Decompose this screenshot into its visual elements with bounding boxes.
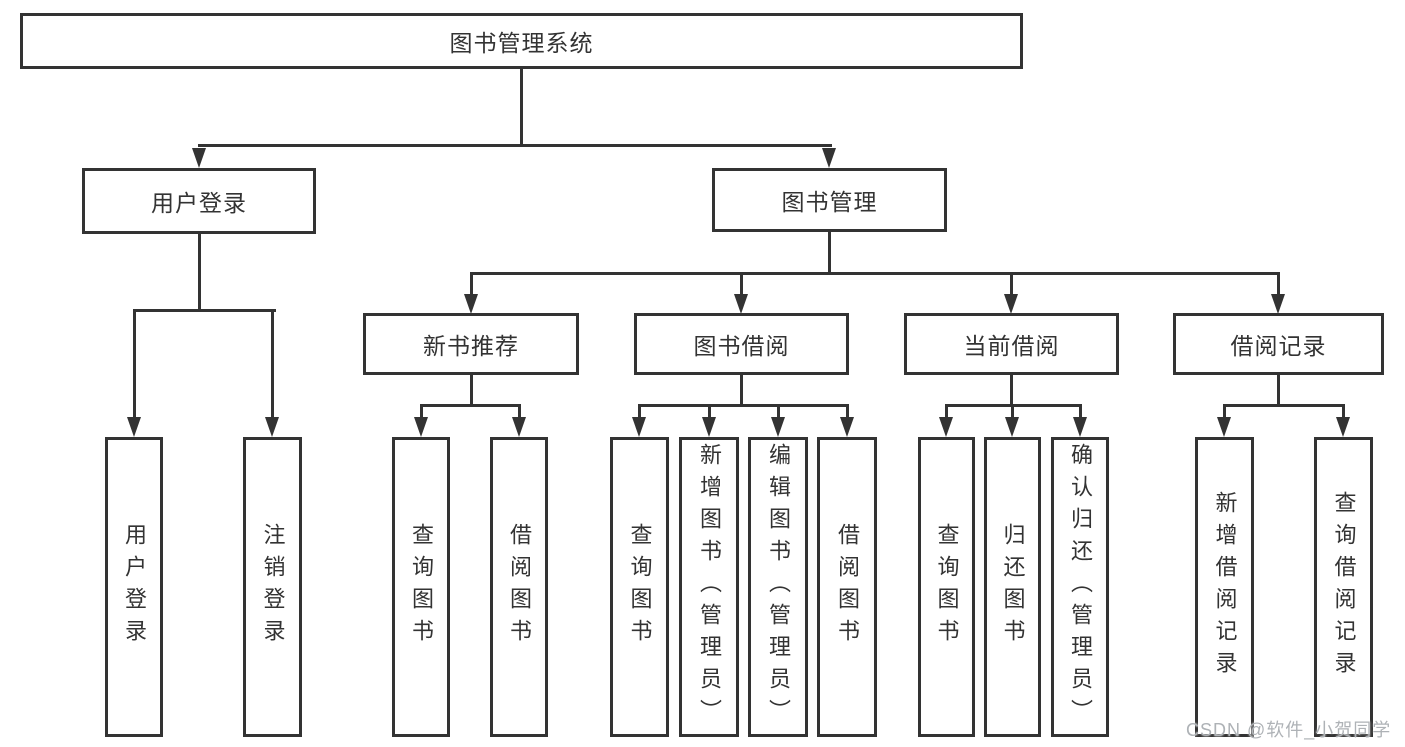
node-current-borrowing-label: 当前借阅 [963,333,1060,359]
leaf-edit-books-admin-label: 编辑图书（管理员） [766,443,791,731]
connector-borrowing-stem [739,375,743,405]
connector-current-drop [1010,405,1014,419]
connector-records-stem [1276,375,1280,405]
arrowhead-down-icon [192,148,206,168]
node-book-borrowing-label: 图书借阅 [693,333,790,359]
node-user-login: 用户登录 [82,168,316,234]
arrowhead-down-icon [127,417,141,437]
node-borrow-records-label: 借阅记录 [1230,333,1327,359]
node-borrow-records: 借阅记录 [1173,313,1384,375]
connector-bookmgmt-stem [827,232,831,274]
connector-userlogin-drop [270,310,274,419]
leaf-query-books-borrowing: 查询图书 [610,437,669,737]
leaf-add-books-admin-label: 新增图书（管理员） [697,443,722,731]
leaf-query-books-borrowing-label: 查询图书 [627,523,653,651]
node-current-borrowing: 当前借阅 [904,313,1119,375]
connector-root-bar [197,143,832,147]
node-book-management: 图书管理 [712,168,947,232]
node-book-management-label: 图书管理 [781,189,878,215]
connector-records-bar [1222,403,1345,407]
arrowhead-down-icon [702,417,716,437]
connector-bookmgmt-drop [1276,273,1280,297]
arrowhead-down-icon [822,148,836,168]
node-book-borrowing: 图书借阅 [634,313,849,375]
connector-records-drop [1341,405,1345,419]
arrowhead-down-icon [840,417,854,437]
leaf-query-books-recommend-label: 查询图书 [409,523,434,651]
connector-records-drop [1222,405,1226,419]
leaf-logout-login: 注销登录 [243,437,302,737]
connector-current-drop [1078,405,1082,419]
leaf-add-books-admin: 新增图书（管理员） [679,437,739,737]
connector-borrowing-drop [707,405,711,419]
leaf-confirm-return-admin-label: 确认归还（管理员） [1068,443,1093,731]
leaf-query-borrow-record: 查询借阅记录 [1314,437,1373,737]
arrowhead-down-icon [771,417,785,437]
connector-recommend-stem [469,375,473,405]
arrowhead-down-icon [734,294,748,314]
connector-current-stem [1009,375,1013,405]
leaf-add-borrow-record: 新增借阅记录 [1195,437,1254,737]
arrowhead-down-icon [414,417,428,437]
leaf-query-borrow-record-label: 查询借阅记录 [1331,491,1357,683]
arrowhead-down-icon [939,417,953,437]
node-library-system: 图书管理系统 [20,13,1023,69]
leaf-query-books-current: 查询图书 [918,437,975,737]
arrowhead-down-icon [1073,417,1087,437]
connector-borrowing-bar [637,403,849,407]
arrowhead-down-icon [512,417,526,437]
leaf-query-books-recommend: 查询图书 [392,437,450,737]
connector-recommend-drop [419,405,423,419]
leaf-logout-login-label: 注销登录 [260,523,286,651]
leaf-return-books: 归还图书 [984,437,1041,737]
connector-recommend-drop [517,405,521,419]
connector-bookmgmt-bar [469,271,1280,275]
connector-bookmgmt-drop [1009,273,1013,297]
leaf-return-books-label: 归还图书 [1000,523,1026,651]
connector-current-drop [944,405,948,419]
leaf-user-login: 用户登录 [105,437,163,737]
leaf-user-login-label: 用户登录 [122,523,147,651]
connector-borrowing-drop [776,405,780,419]
node-new-book-recommend-label: 新书推荐 [423,333,519,359]
node-user-login-label: 用户登录 [151,190,247,216]
connector-borrowing-drop [637,405,641,419]
arrowhead-down-icon [1005,417,1019,437]
arrowhead-down-icon [1217,417,1231,437]
leaf-borrow-books-recommend-label: 借阅图书 [507,523,532,651]
arrowhead-down-icon [632,417,646,437]
leaf-borrow-books-borrowing-label: 借阅图书 [835,523,860,651]
leaf-confirm-return-admin: 确认归还（管理员） [1051,437,1109,737]
connector-bookmgmt-drop [469,273,473,297]
arrowhead-down-icon [1271,294,1285,314]
leaf-borrow-books-borrowing: 借阅图书 [817,437,877,737]
arrowhead-down-icon [464,294,478,314]
leaf-borrow-books-recommend: 借阅图书 [490,437,548,737]
leaf-add-borrow-record-label: 新增借阅记录 [1212,491,1238,683]
arrowhead-down-icon [1004,294,1018,314]
leaf-query-books-current-label: 查询图书 [934,523,960,651]
arrowhead-down-icon [1336,417,1350,437]
node-new-book-recommend: 新书推荐 [363,313,579,375]
connector-userlogin-bar [132,308,276,312]
connector-bookmgmt-drop [739,273,743,297]
connector-userlogin-drop [132,310,136,419]
csdn-watermark: CSDN @软件_小贺同学 [1186,720,1392,740]
arrowhead-down-icon [265,417,279,437]
connector-root-stem [519,69,523,145]
connector-userlogin-stem [197,234,201,310]
leaf-edit-books-admin: 编辑图书（管理员） [748,437,808,737]
node-library-system-label: 图书管理系统 [449,30,594,56]
connector-recommend-bar [419,403,521,407]
connector-borrowing-drop [845,405,849,419]
